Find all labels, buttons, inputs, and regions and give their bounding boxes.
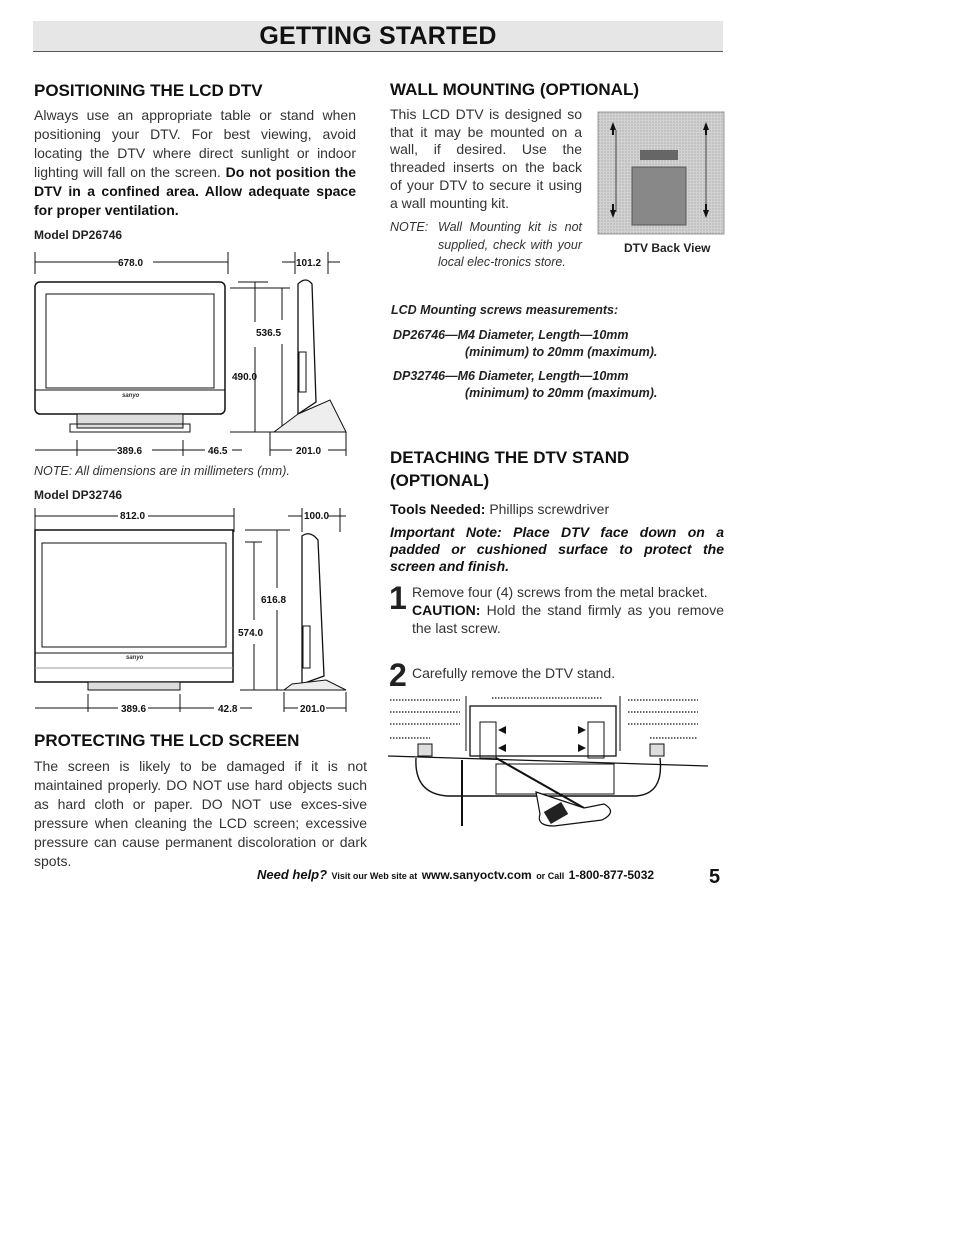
footer-visit: Visit our Web site at (331, 871, 418, 881)
model2-stand-depth-label: 201.0 (300, 704, 325, 715)
protecting-heading: PROTECTING THE LCD SCREEN (34, 731, 300, 750)
footer-phone: 1-800-877-5032 (568, 868, 655, 882)
page-number: 5 (709, 866, 721, 888)
model2-stand-height-label: 42.8 (218, 704, 238, 715)
model1-stand-height-label: 46.5 (208, 446, 228, 457)
tools-value: Phillips screwdriver (489, 501, 610, 517)
step2-number: 2 (389, 657, 407, 693)
footer-or-call: or Call (536, 871, 565, 881)
dimensions-note: NOTE: All dimensions are in millimeters … (34, 464, 290, 478)
page-header-banner: GETTING STARTED (33, 21, 723, 52)
screw1-line2: (minimum) to 20mm (maximum). (465, 345, 658, 359)
screw2-line2: (minimum) to 20mm (maximum). (465, 386, 658, 400)
model1-total-height-label: 536.5 (256, 328, 281, 339)
step1-text: Remove four (4) screws from the metal br… (412, 584, 708, 600)
wall-note: NOTE: Wall Mounting kit is not supplied,… (390, 219, 582, 272)
page-title: GETTING STARTED (259, 22, 497, 50)
model1-depth-label: 101.2 (296, 258, 321, 269)
step1-body: Remove four (4) screws from the metal br… (412, 583, 724, 637)
model1-screen-height-label: 490.0 (232, 372, 257, 383)
caution-label: CAUTION: (412, 602, 481, 618)
model1-width-label: 678.0 (118, 258, 143, 269)
positioning-bold-text: Do not position the DTV in a confined ar… (34, 164, 356, 218)
screw2-line1: DP32746—M6 Diameter, Length—10mm (393, 369, 629, 383)
model2-screen-height-label: 574.0 (238, 628, 263, 639)
positioning-heading: POSITIONING THE LCD DTV (34, 81, 263, 100)
important-note: Important Note: Place DTV face down on a… (390, 524, 724, 574)
wall-note-text: Wall Mounting kit is not supplied, check… (438, 220, 582, 269)
model2-depth-label: 100.0 (304, 511, 329, 522)
step2-text: Carefully remove the DTV stand. (412, 665, 616, 681)
model1-stand-width-label: 389.6 (117, 446, 142, 457)
caution-text: Hold the stand firmly as you remove the … (412, 602, 724, 636)
dtv-back-view-caption: DTV Back View (624, 241, 711, 255)
model2-width-label: 812.0 (120, 511, 145, 522)
stand-removal-illustration (387, 696, 709, 827)
model1-label: Model DP26746 (34, 228, 123, 242)
model2-dimension-diagram: 812.0 100.0 616.8 574.0 389.6 42.8 201.0… (34, 508, 347, 715)
footer-help: Need help? Visit our Web site at www.san… (257, 866, 654, 884)
model2-total-height-label: 616.8 (261, 595, 286, 606)
screw-spec-dp32746: DP32746—M6 Diameter, Length—10mm (minimu… (393, 368, 657, 402)
brand-logo: sanyo (122, 393, 140, 399)
model2-stand-width-label: 389.6 (121, 704, 146, 715)
footer-need-help: Need help? (257, 867, 328, 882)
model2-label: Model DP32746 (34, 488, 123, 502)
step1-number: 1 (389, 580, 407, 616)
protecting-paragraph: The screen is likely to be damaged if it… (34, 758, 367, 869)
detaching-heading: DETACHING THE DTV STAND (OPTIONAL) (390, 446, 629, 492)
screw1-line1: DP26746—M4 Diameter, Length—10mm (393, 328, 629, 342)
dtv-back-view-diagram (597, 111, 725, 235)
footer-url[interactable]: www.sanyoctv.com (421, 868, 532, 882)
wall-note-label: NOTE: (390, 220, 429, 234)
positioning-paragraph: Always use an appropriate table or stand… (34, 106, 356, 220)
model1-stand-depth-label: 201.0 (296, 446, 321, 457)
detaching-heading-line2: (OPTIONAL) (390, 471, 490, 490)
wall-heading: WALL MOUNTING (OPTIONAL) (390, 80, 639, 99)
tools-label: Tools Needed: (390, 501, 486, 517)
brand-logo-2: sanyo (126, 655, 144, 661)
wall-paragraph: This LCD DTV is designed so that it may … (390, 106, 582, 211)
screw-spec-dp26746: DP26746—M4 Diameter, Length—10mm (minimu… (393, 327, 657, 361)
screws-title: LCD Mounting screws measurements: (391, 303, 619, 317)
positioning-text: Always use an appropriate table or stand… (34, 107, 356, 180)
model1-dimension-diagram: 678.0 101.2 536.5 490.0 389.6 46.5 201.0… (34, 252, 347, 457)
detaching-heading-line1: DETACHING THE DTV STAND (390, 448, 630, 467)
tools-needed: Tools Needed: Phillips screwdriver (390, 500, 609, 519)
